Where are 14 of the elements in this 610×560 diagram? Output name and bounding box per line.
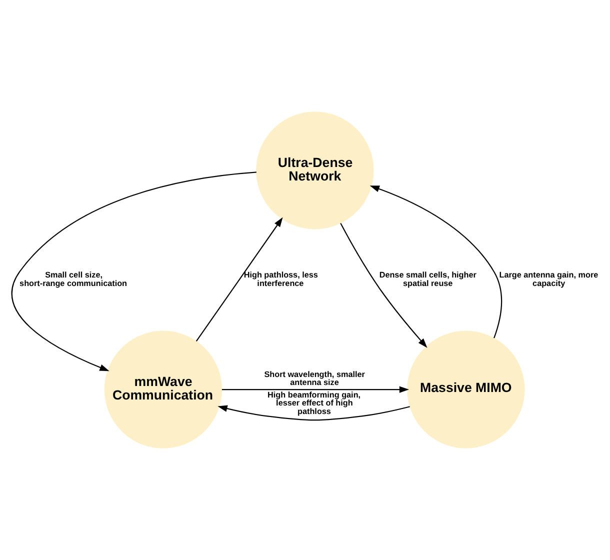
edge-label: High pathloss, less interference (244, 270, 318, 288)
arrow (218, 405, 410, 421)
arrow (370, 186, 502, 338)
edge-label: Short wavelength, smaller antenna size (264, 370, 365, 387)
edge-label: Dense small cells, higher spatial reuse (379, 270, 476, 288)
edge-label: High beamforming gain, lesser effect of high pathloss (268, 390, 361, 416)
node-circle: mmWave Communication (104, 330, 222, 448)
arrow (222, 386, 410, 393)
edge-label: Large antenna gain, more capacity (499, 270, 598, 288)
arrow (196, 217, 283, 342)
arrow (12, 172, 256, 372)
node-circle: Massive MIMO (407, 330, 525, 448)
arrow (340, 222, 428, 348)
edge-label: Small cell size, short-range communication (20, 270, 128, 288)
